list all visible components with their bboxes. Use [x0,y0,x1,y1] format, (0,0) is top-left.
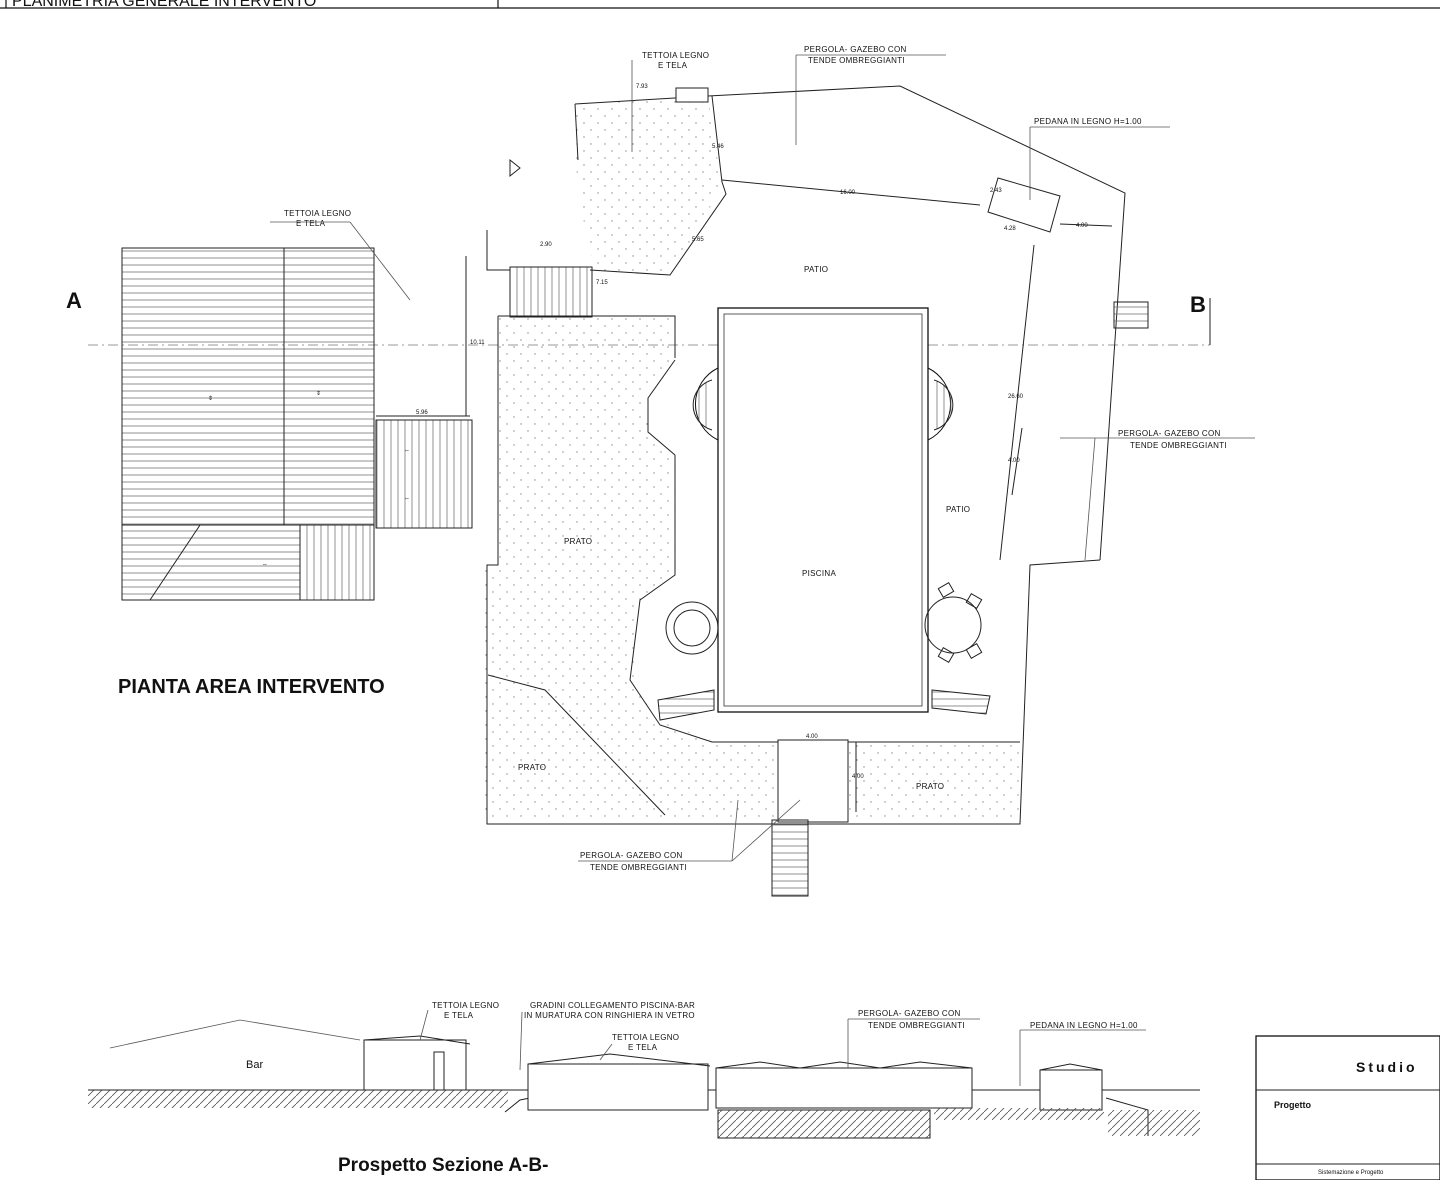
svg-text:PERGOLA- GAZEBO CON: PERGOLA- GAZEBO CON [1118,429,1221,438]
pergola-right-dims: 26.60 4.00 [999,244,1035,561]
svg-text:5.96: 5.96 [416,410,428,416]
pedana-legno: 2.43 4.28 4.00 [987,177,1149,329]
progetto-label: Progetto [1274,1100,1312,1110]
label-pergola-top: PERGOLA- GAZEBO CON TENDE OMBREGGIANTI [795,45,946,145]
svg-text:TENDE OMBREGGIANTI: TENDE OMBREGGIANTI [590,863,687,872]
arrow-icon: ⇕ [316,390,321,397]
svg-text:TETTOIA LEGNO: TETTOIA LEGNO [284,209,351,218]
svg-text:GRADINI COLLEGAMENTO PISCINA-B: GRADINI COLLEGAMENTO PISCINA-BAR [530,1001,695,1010]
arrow-icon: ⇔ [404,448,410,454]
label-tettoia-left: TETTOIA LEGNO E TELA [270,209,411,301]
svg-text:TETTOIA LEGNO: TETTOIA LEGNO [432,1001,499,1010]
label-prato-bottom-right: PRATO [916,782,944,791]
svg-text:10.11: 10.11 [470,340,485,346]
label-pedana: PEDANA IN LEGNO H=1.00 [1029,117,1170,200]
section-caption: Prospetto Sezione A-B- [338,1155,548,1176]
svg-text:4.00: 4.00 [1008,458,1020,464]
svg-text:PERGOLA- GAZEBO CON: PERGOLA- GAZEBO CON [804,45,907,54]
pool [657,307,991,721]
svg-text:PERGOLA- GAZEBO CON: PERGOLA- GAZEBO CON [858,1009,961,1018]
title-block: Studio Progetto Sistemazione e Progetto [1255,1035,1440,1180]
label-tettoia-top: TETTOIA LEGNO E TELA [631,51,709,152]
label-pergola-right: PERGOLA- GAZEBO CON TENDE OMBREGGIANTI [1060,429,1255,561]
svg-text:PEDANA IN LEGNO H=1.00: PEDANA IN LEGNO H=1.00 [1034,117,1142,126]
svg-text:PERGOLA- GAZEBO CON: PERGOLA- GAZEBO CON [580,851,683,860]
label-bar: Bar [246,1059,263,1071]
svg-text:4.28: 4.28 [1004,226,1016,232]
plan-caption: PIANTA AREA INTERVENTO [118,676,385,698]
label-patio-top: PATIO [804,265,828,274]
sheet-header: PLANIMETRIA GENERALE INTERVENTO [0,0,1440,10]
svg-text:E TELA: E TELA [296,219,326,228]
svg-text:E TELA: E TELA [628,1043,658,1052]
svg-text:4.00: 4.00 [1076,223,1088,229]
svg-text:4.00: 4.00 [852,774,864,780]
studio-name: Studio [1356,1059,1418,1075]
section-elevation: Bar TETTOIA LEGNO E TELA GRADINI COLLEGA… [88,1001,1200,1139]
svg-text:5.46: 5.46 [712,144,724,150]
svg-text:2.90: 2.90 [540,242,552,248]
label-pergola-bottom: PERGOLA- GAZEBO CON TENDE OMBREGGIANTI [578,799,801,872]
arrow-icon: ⇕ [208,395,213,402]
svg-text:TETTOIA LEGNO: TETTOIA LEGNO [612,1033,679,1042]
svg-text:TENDE OMBREGGIANTI: TENDE OMBREGGIANTI [808,56,905,65]
svg-text:PEDANA IN LEGNO H=1.00: PEDANA IN LEGNO H=1.00 [1030,1021,1138,1030]
svg-text:TETTOIA LEGNO: TETTOIA LEGNO [642,51,709,60]
sheet-title: PLANIMETRIA GENERALE INTERVENTO [12,0,316,10]
svg-text:TENDE OMBREGGIANTI: TENDE OMBREGGIANTI [1130,441,1227,450]
svg-text:4.00: 4.00 [806,734,818,740]
arrow-icon: ⇔ [404,496,410,502]
svg-text:IN MURATURA CON RINGHIERA IN V: IN MURATURA CON RINGHIERA IN VETRO [524,1011,695,1020]
label-piscina: PISCINA [802,569,836,578]
label-prato-left: PRATO [564,537,592,546]
svg-text:E TELA: E TELA [658,61,688,70]
dimension-lines-left: 5.96 10.11 [376,256,485,417]
svg-text:26.60: 26.60 [1008,394,1024,400]
label-prato-bottom-left: PRATO [518,763,546,772]
section-marker-a: A [66,288,82,313]
arrow-icon: ⇔ [262,562,268,568]
title-footer: Sistemazione e Progetto [1318,1170,1384,1176]
area-labels: PATIO PATIO PRATO PRATO PRATO PISCINA [518,265,970,791]
svg-text:7.93: 7.93 [636,84,648,90]
svg-text:E TELA: E TELA [444,1011,474,1020]
existing-building: ⇕ ⇕ ⇔ ⇔ ⇔ [121,247,473,601]
svg-text:16.00: 16.00 [840,190,856,196]
svg-text:5.65: 5.65 [692,237,704,243]
svg-text:TENDE OMBREGGIANTI: TENDE OMBREGGIANTI [868,1021,965,1030]
section-marker-b: B [1190,292,1206,317]
label-patio-right: PATIO [946,505,970,514]
svg-text:2.43: 2.43 [990,188,1002,194]
main-garden: 4.00 4.00 [485,315,1101,897]
svg-text:7.15: 7.15 [596,280,608,286]
